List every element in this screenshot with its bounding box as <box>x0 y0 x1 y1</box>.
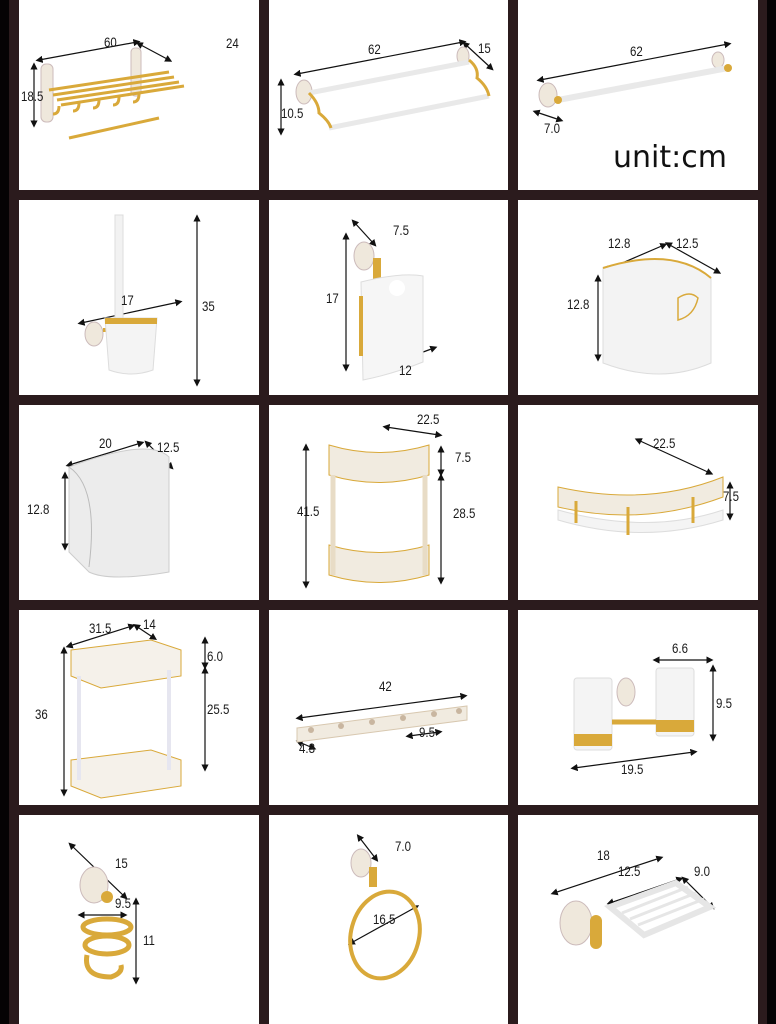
dim-height: 11 <box>143 932 155 948</box>
toilet-paper-holder-icon <box>342 219 438 381</box>
product-cell-folding-towel-rack: 60 24 18.5 <box>19 0 259 190</box>
product-cell-double-corner-shelf: 22.5 7.5 41.5 28.5 <box>269 405 508 600</box>
product-cell-paper-box-small: 12.8 12.5 12.8 <box>518 200 758 395</box>
product-cell-single-towel-bar: 62 7.0 unit:cm <box>518 0 758 190</box>
paper-box-small-icon <box>594 242 722 375</box>
double-tumbler-holder-icon <box>570 656 717 772</box>
dim-height: 4.3 <box>299 740 315 756</box>
product-cell-toilet-brush-holder: 17 35 <box>19 200 259 395</box>
dim-width: 12.8 <box>608 235 631 251</box>
dim-depth: 12.5 <box>157 439 180 455</box>
dim-depth-total: 18 <box>597 847 610 863</box>
dim-width: 19.5 <box>621 761 644 777</box>
dim-cup: 6.6 <box>672 640 688 656</box>
product-cell-robe-hook-rail: 42 9.5 4.3 <box>269 610 508 805</box>
dim-height: 9.5 <box>716 695 732 711</box>
dim-length: 62 <box>630 43 643 59</box>
dim-depth: 15 <box>115 855 128 871</box>
product-cell-double-rect-shelf: 31.5 14 6.0 36 25.5 <box>19 610 259 805</box>
dim-length: 62 <box>368 41 381 57</box>
dim-height: 18.5 <box>21 88 44 104</box>
dim-depth: 7.0 <box>395 838 411 854</box>
product-cell-towel-ring: 7.0 16.5 <box>269 815 508 1024</box>
dim-width: 22.5 <box>653 435 676 451</box>
dim-spacing: 9.5 <box>419 724 435 740</box>
dim-length: 42 <box>379 678 392 694</box>
product-cell-double-towel-bar: 62 15 10.5 <box>269 0 508 190</box>
product-cell-hair-dryer-holder: 15 9.5 11 <box>19 815 259 1024</box>
double-rect-shelf-icon <box>60 623 209 799</box>
dim-depth: 7.0 <box>544 120 560 136</box>
product-cell-paper-holder: 7.5 17 12 <box>269 200 508 395</box>
left-frame-edge <box>0 0 9 1024</box>
dim-rail: 7.5 <box>723 488 739 504</box>
dim-depth: 24 <box>226 35 239 51</box>
robe-hook-rail-icon <box>295 692 468 750</box>
dim-depth: 12.5 <box>676 235 699 251</box>
dim-width: 12 <box>399 362 412 378</box>
towel-ring-icon <box>347 834 422 981</box>
dim-depth: 15 <box>478 40 491 56</box>
dim-width: 9.5 <box>115 895 131 911</box>
double-towel-bar-icon <box>277 39 494 136</box>
dim-height: 36 <box>35 706 48 722</box>
single-corner-shelf-icon <box>557 438 734 535</box>
single-towel-bar-icon <box>532 41 732 123</box>
dim-length: 60 <box>104 34 117 50</box>
dim-width: 31.5 <box>89 620 112 636</box>
dim-depth: 7.5 <box>393 222 409 238</box>
dim-rail: 7.5 <box>455 449 471 465</box>
product-cell-paper-box-large: 20 12.5 12.8 <box>19 405 259 600</box>
dim-depth: 14 <box>143 616 156 632</box>
dim-width: 20 <box>99 435 112 451</box>
dim-depth: 9.0 <box>694 863 710 879</box>
dim-height: 17 <box>326 290 339 306</box>
dim-height: 12.8 <box>567 296 590 312</box>
unit-label: unit:cm <box>613 140 727 175</box>
dim-width: 17 <box>121 292 134 308</box>
dim-diameter: 16.5 <box>373 911 396 927</box>
product-cell-tumbler-holder: 6.6 9.5 19.5 <box>518 610 758 805</box>
dim-height: 10.5 <box>281 105 304 121</box>
dim-width: 12.5 <box>618 863 641 879</box>
dim-rail: 6.0 <box>207 648 223 664</box>
dim-height: 12.8 <box>27 501 50 517</box>
dim-height: 41.5 <box>297 503 320 519</box>
soap-dish-icon <box>550 855 717 949</box>
dim-spacing: 25.5 <box>207 701 230 717</box>
folding-towel-rack-icon <box>30 39 185 140</box>
dim-height: 35 <box>202 298 215 314</box>
paper-box-large-icon <box>61 440 174 578</box>
right-frame-edge <box>767 0 776 1024</box>
toilet-brush-holder-icon <box>77 214 201 387</box>
dim-spacing: 28.5 <box>453 505 476 521</box>
dim-width: 22.5 <box>417 411 440 427</box>
double-corner-shelf-icon <box>302 423 445 589</box>
product-cell-soap-dish: 18 12.5 9.0 <box>518 815 758 1024</box>
product-cell-single-corner-shelf: 22.5 7.5 <box>518 405 758 600</box>
hair-dryer-holder-icon <box>68 842 140 985</box>
